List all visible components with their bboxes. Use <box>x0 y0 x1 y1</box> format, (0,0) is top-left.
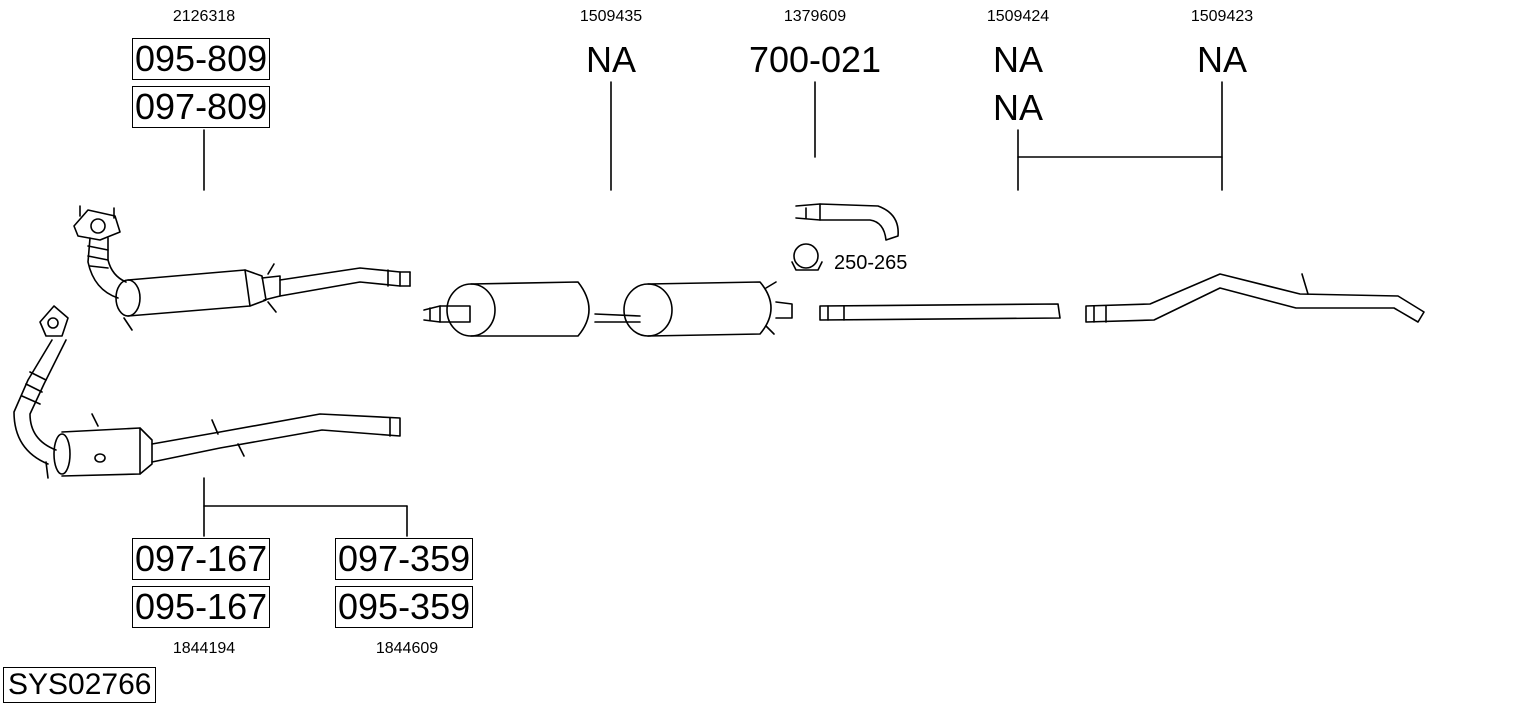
part-code-box: 095-359 <box>335 586 474 628</box>
ref-number-1: 2126318 <box>172 8 236 25</box>
ref-number-4: 1509424 <box>986 8 1050 25</box>
system-code: SYS02766 <box>3 667 157 703</box>
part-code: 700-021 <box>748 39 882 80</box>
part-code-box: 095-167 <box>132 586 271 628</box>
front-pipe-lower <box>13 305 401 479</box>
ref-number-3: 1379609 <box>783 8 847 25</box>
middle-pipe <box>819 303 1061 321</box>
part-code: NA <box>1196 39 1247 80</box>
ref-number-bottom-1: 1844194 <box>172 640 236 657</box>
part-code-box: 097-809 <box>132 86 271 128</box>
rear-pipe <box>1085 273 1425 323</box>
ref-number-bottom-2: 1844609 <box>375 640 439 657</box>
part-code: NA <box>992 87 1043 128</box>
ref-number-5: 1509423 <box>1190 8 1254 25</box>
part-code: NA <box>585 39 636 80</box>
clamp <box>791 243 823 271</box>
bend-pipe <box>795 203 899 241</box>
part-code-box: 097-359 <box>335 538 474 580</box>
clamp-label: 250-265 <box>834 252 908 274</box>
part-code: NA <box>992 39 1043 80</box>
part-code-box: 097-167 <box>132 538 271 580</box>
center-muffler <box>423 281 793 337</box>
front-pipe-upper <box>73 205 411 331</box>
ref-number-2: 1509435 <box>579 8 643 25</box>
part-code-box: 095-809 <box>132 38 271 80</box>
